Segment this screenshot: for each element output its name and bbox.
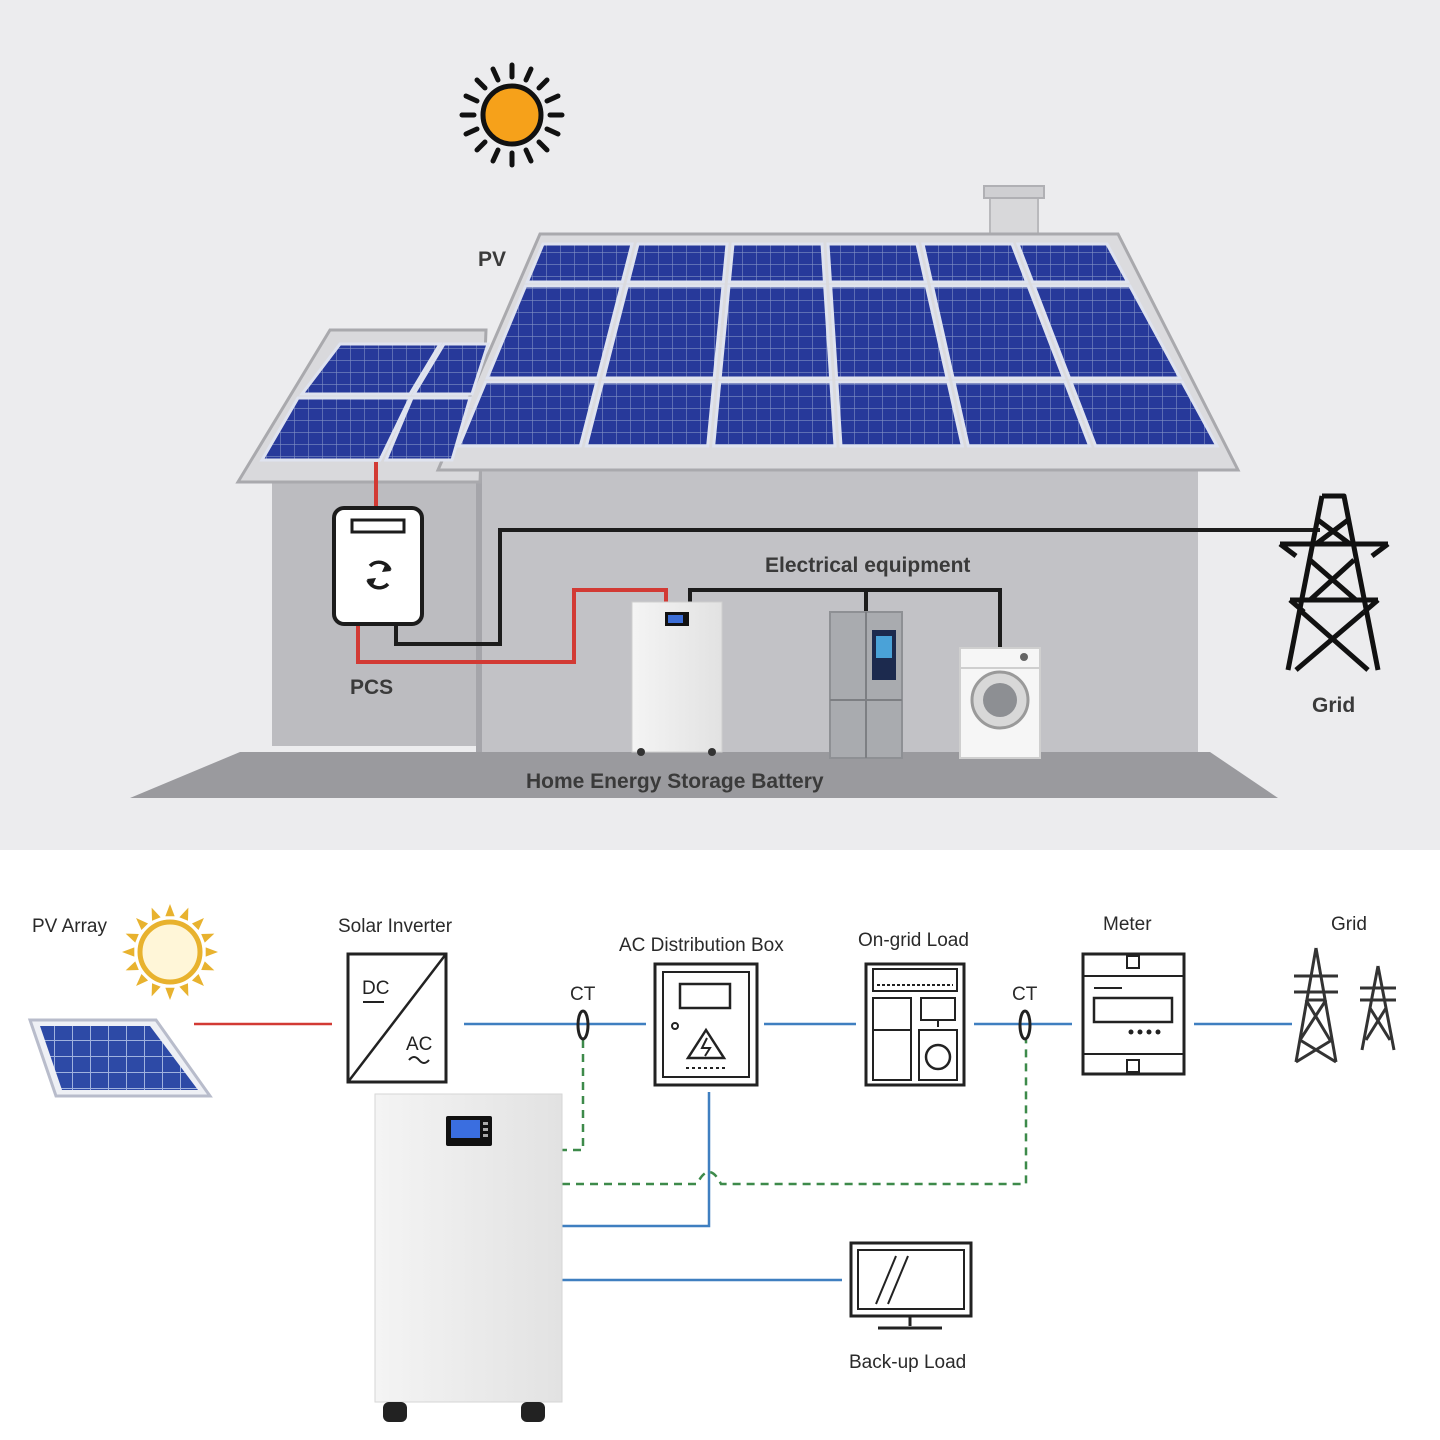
sun-ray bbox=[151, 907, 161, 921]
battery-icon bbox=[374, 1093, 563, 1422]
inverter-dc-label: DC bbox=[362, 978, 389, 999]
label-grid-top: Grid bbox=[1312, 694, 1355, 717]
inverter-ac-label: AC bbox=[406, 1034, 432, 1055]
solar-panel-icon bbox=[921, 242, 1029, 284]
ground bbox=[130, 752, 1278, 798]
sun-ray bbox=[191, 918, 204, 931]
solar-panel-icon bbox=[601, 284, 725, 380]
washing-machine-icon bbox=[959, 647, 1041, 759]
solar-panel-icon bbox=[826, 242, 928, 284]
sun-ray bbox=[205, 947, 218, 957]
monitor-icon bbox=[849, 1241, 973, 1330]
ct-icon bbox=[1018, 1009, 1032, 1041]
solar-panel-icon bbox=[27, 1018, 213, 1098]
solar-panel-icon bbox=[930, 284, 1066, 380]
sun-ray bbox=[191, 973, 204, 986]
label-grid-bottom: Grid bbox=[1331, 914, 1367, 935]
label-home-energy-storage-battery: Home Energy Storage Battery bbox=[526, 770, 824, 793]
label-solar-inverter: Solar Inverter bbox=[338, 916, 453, 937]
sun-ray bbox=[165, 987, 175, 1000]
bottom-wiring bbox=[194, 1022, 1292, 1282]
sun-ray bbox=[201, 961, 215, 971]
ct-icon bbox=[576, 1009, 590, 1041]
solar-panel-icon bbox=[1031, 284, 1183, 380]
solar-panel-icon bbox=[952, 380, 1092, 448]
fridge-icon bbox=[829, 611, 903, 759]
solar-panel-icon bbox=[829, 284, 949, 380]
sun-ray bbox=[136, 918, 149, 931]
meter-icon bbox=[1081, 952, 1186, 1076]
sun-ray bbox=[122, 947, 135, 957]
transmission-tower-icon bbox=[1294, 947, 1396, 1064]
distribution-box-icon bbox=[653, 962, 759, 1087]
inverter-icon bbox=[332, 506, 424, 626]
solar-panel-icon bbox=[259, 342, 491, 462]
label-pv: PV bbox=[478, 248, 506, 271]
top-wiring bbox=[356, 462, 1320, 664]
solar-panel-icon bbox=[718, 284, 833, 380]
solar-panel-icon bbox=[1015, 242, 1131, 284]
sun-ray bbox=[125, 933, 139, 943]
solar-panel-icon bbox=[835, 380, 965, 448]
label-pv-array: PV Array bbox=[32, 916, 107, 937]
label-pcs: PCS bbox=[350, 676, 393, 699]
transmission-tower-icon bbox=[1278, 493, 1390, 672]
solar-panel-icon bbox=[626, 242, 729, 284]
on-grid-load-icon bbox=[864, 962, 966, 1087]
sun-ray bbox=[179, 983, 189, 997]
sun-ray bbox=[201, 933, 215, 943]
sun-icon bbox=[459, 62, 565, 168]
sun-ray bbox=[179, 907, 189, 921]
label-meter: Meter bbox=[1103, 914, 1152, 935]
label-ac-distribution-box: AC Distribution Box bbox=[619, 935, 784, 956]
solar-panel-icon bbox=[485, 284, 624, 380]
sun-icon bbox=[122, 904, 218, 1000]
sun-ray bbox=[151, 983, 161, 997]
solar-panel-icon bbox=[712, 380, 837, 448]
label-ct-right: CT bbox=[1012, 984, 1038, 1005]
label-ct-left: CT bbox=[570, 984, 596, 1005]
sun-ray bbox=[136, 973, 149, 986]
solar-panel-icon bbox=[1068, 380, 1220, 448]
sun-ray bbox=[165, 904, 175, 917]
solar-panel-icon bbox=[456, 380, 599, 448]
label-electrical-equipment: Electrical equipment bbox=[765, 554, 970, 577]
solar-panel-icon bbox=[727, 242, 827, 284]
label-on-grid-load: On-grid Load bbox=[858, 930, 969, 951]
solar-panel-icon bbox=[524, 242, 634, 284]
inverter-icon: DC AC bbox=[346, 952, 448, 1084]
solar-panel-icon bbox=[584, 380, 716, 448]
label-back-up-load: Back-up Load bbox=[849, 1352, 966, 1373]
solar-panel-array bbox=[456, 242, 1220, 448]
sun-ray bbox=[125, 961, 139, 971]
battery-icon bbox=[631, 601, 723, 756]
